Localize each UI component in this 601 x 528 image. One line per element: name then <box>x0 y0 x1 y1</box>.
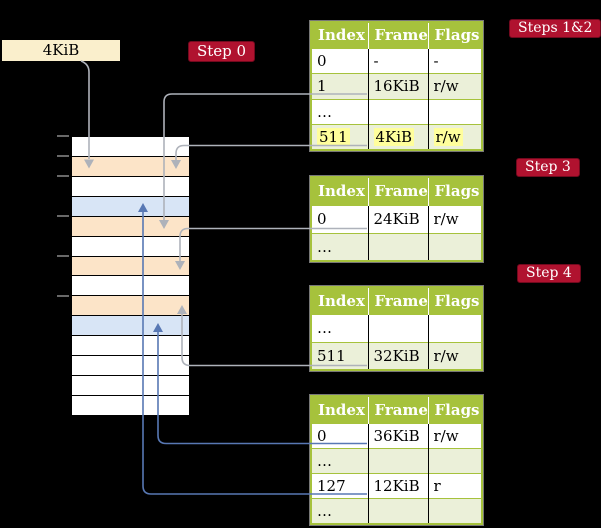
memory-frame-row-white <box>72 235 189 256</box>
table-cell-frame <box>367 232 428 261</box>
table-cell-flags: r/w <box>427 73 482 99</box>
table-cell-index: 511 <box>311 124 368 150</box>
table-cell-index: 0 <box>311 204 368 233</box>
frame-size-label: 4KiB <box>2 40 120 61</box>
table-cell-index: … <box>311 98 368 125</box>
table-cell-frame <box>367 98 428 125</box>
table-cell-index: … <box>311 447 368 474</box>
highlighted-value: 4KiB <box>373 128 415 146</box>
column-header-flags: Flags <box>427 287 482 314</box>
column-header-index: Index <box>311 287 368 314</box>
memory-frame-row-white <box>72 137 189 156</box>
table-cell-frame: 32KiB <box>367 341 428 370</box>
tick-marks <box>57 135 69 297</box>
column-header-frame: Frame <box>367 177 428 205</box>
step-3-badge: Step 3 <box>516 158 580 177</box>
table-cell-frame: 12KiB <box>367 472 428 499</box>
column-header-index: Index <box>311 396 368 423</box>
table-cell-frame: 4KiB <box>367 124 428 150</box>
table-cell-index: 127 <box>311 472 368 499</box>
table-cell-frame <box>367 447 428 474</box>
table-cell-flags <box>427 98 482 125</box>
table-cell-frame <box>367 313 428 342</box>
highlighted-value: r/w <box>433 128 463 146</box>
column-header-flags: Flags <box>427 396 482 423</box>
memory-frame-row-orange <box>72 255 189 276</box>
column-header-frame: Frame <box>367 396 428 423</box>
memory-frame-row-white <box>72 355 189 376</box>
table-cell-flags <box>427 498 482 524</box>
table-cell-index: … <box>311 232 368 261</box>
column-header-frame: Frame <box>367 22 428 48</box>
steps-1-2-badge: Steps 1&2 <box>509 19 601 38</box>
column-header-index: Index <box>311 177 368 205</box>
table-row: … <box>311 232 482 261</box>
memory-frame-row-orange <box>72 155 189 176</box>
memory-frame-row-blue <box>72 315 189 336</box>
memory-frame-row-orange <box>72 215 189 236</box>
table-cell-flags <box>427 447 482 474</box>
table-cell-flags: r/w <box>427 124 482 150</box>
table-cell-flags: r <box>427 472 482 499</box>
column-header-index: Index <box>311 22 368 48</box>
memory-frame-row-white <box>72 175 189 196</box>
memory-frame-row-white <box>72 394 189 415</box>
table-cell-index: … <box>311 313 368 342</box>
table-row: 511 4KiB r/w <box>311 124 482 150</box>
table-cell-flags <box>427 313 482 342</box>
table-cell-flags: r/w <box>427 422 482 449</box>
table-row: … <box>311 498 482 524</box>
table-cell-flags: - <box>427 47 482 74</box>
highlighted-value: 511 <box>317 128 350 146</box>
table-cell-frame: - <box>367 47 428 74</box>
table-row: … <box>311 447 482 474</box>
table-cell-frame: 24KiB <box>367 204 428 233</box>
memory-frame-row-white <box>72 335 189 356</box>
column-header-flags: Flags <box>427 22 482 48</box>
column-header-flags: Flags <box>427 177 482 205</box>
table-cell-index: … <box>311 498 368 524</box>
table-cell-frame <box>367 498 428 524</box>
table-cell-frame: 36KiB <box>367 422 428 449</box>
table-row: … <box>311 98 482 125</box>
memory-frame-row-orange <box>72 295 189 316</box>
table-cell-index: 511 <box>311 341 368 370</box>
table-cell-index: 0 <box>311 422 368 449</box>
table-cell-flags <box>427 232 482 261</box>
memory-frame-row-white <box>72 375 189 395</box>
memory-frame-row-white <box>72 275 189 296</box>
table-cell-flags: r/w <box>427 341 482 370</box>
table-cell-frame: 16KiB <box>367 73 428 99</box>
table-cell-index: 1 <box>311 73 368 99</box>
table-row: … <box>311 313 482 342</box>
column-header-frame: Frame <box>367 287 428 314</box>
physical-memory-column <box>71 136 190 416</box>
memory-frame-row-blue <box>72 195 189 216</box>
step-0-badge: Step 0 <box>188 41 256 62</box>
table-cell-flags: r/w <box>427 204 482 233</box>
table-row: 0-- <box>311 47 482 74</box>
step-4-badge: Step 4 <box>517 264 581 283</box>
table-cell-index: 0 <box>311 47 368 74</box>
